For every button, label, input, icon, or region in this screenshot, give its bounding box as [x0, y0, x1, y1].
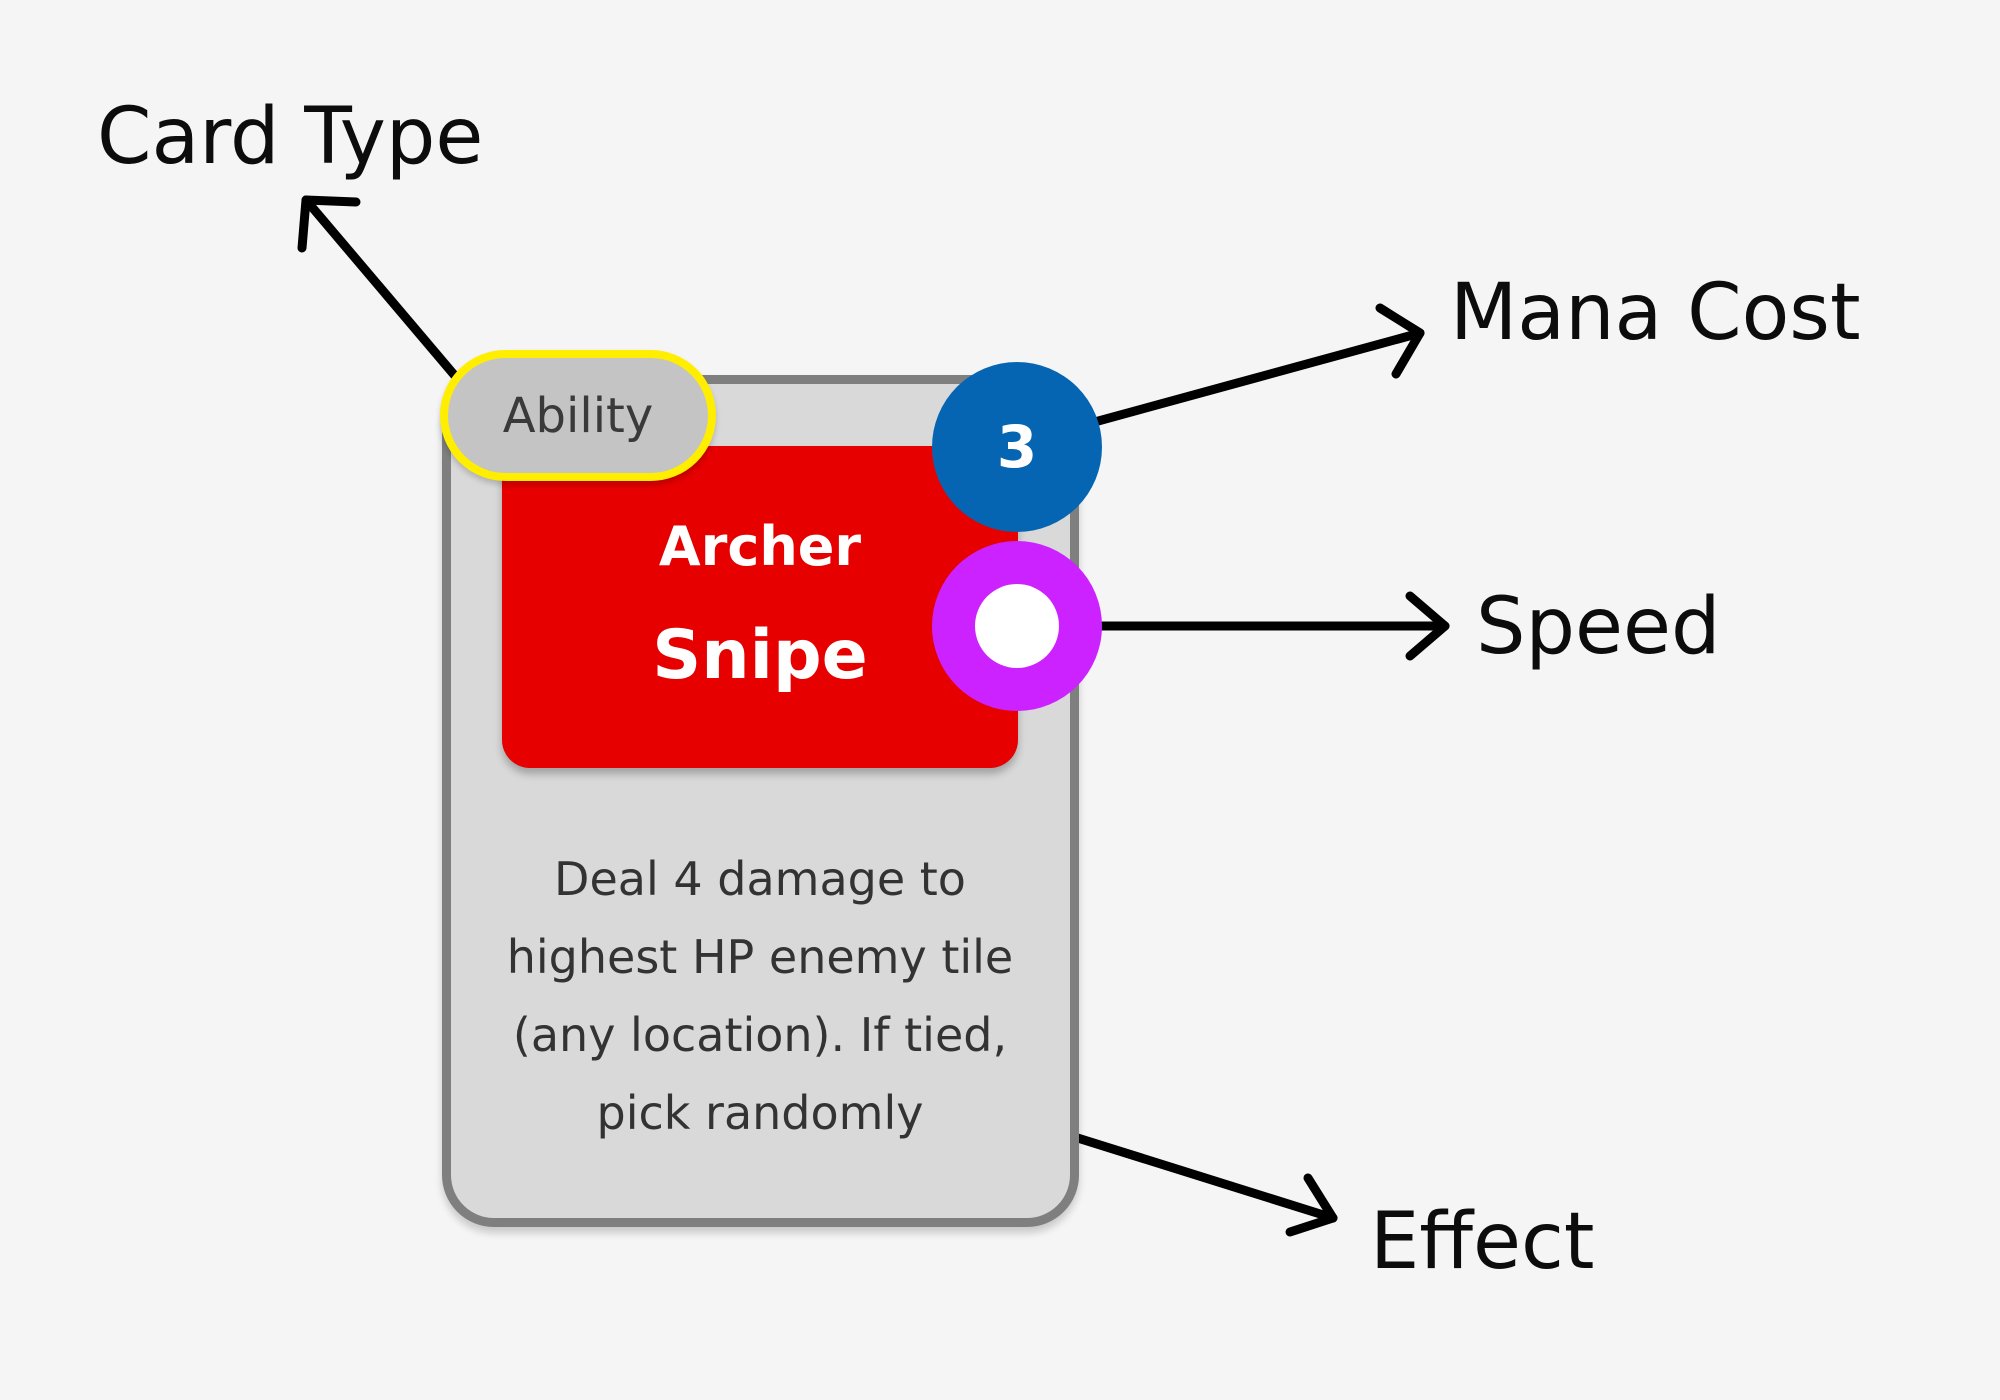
effect-label: Effect — [1370, 1197, 1595, 1287]
card-effect-text: Deal 4 damage to highest HP enemy tile (… — [506, 852, 1014, 1140]
card-type-badge: Ability — [440, 350, 716, 481]
mana-cost-value: 3 — [996, 413, 1038, 481]
mana-cost-badge: 3 — [932, 362, 1102, 532]
speed-label: Speed — [1476, 582, 1721, 672]
mana-cost-arrow — [1053, 303, 1425, 437]
speed-arrow — [1053, 591, 1450, 661]
card-type-text: Ability — [502, 387, 654, 444]
card-header — [502, 446, 1018, 768]
card-type-label: Card Type — [97, 92, 484, 182]
speed-badge — [932, 541, 1102, 711]
card-subtitle: Archer — [658, 515, 862, 578]
card-type-arrow — [297, 195, 483, 408]
speed-dot-icon — [975, 584, 1059, 668]
mana-cost-label: Mana Cost — [1450, 268, 1861, 358]
card-title: Snipe — [652, 616, 868, 695]
